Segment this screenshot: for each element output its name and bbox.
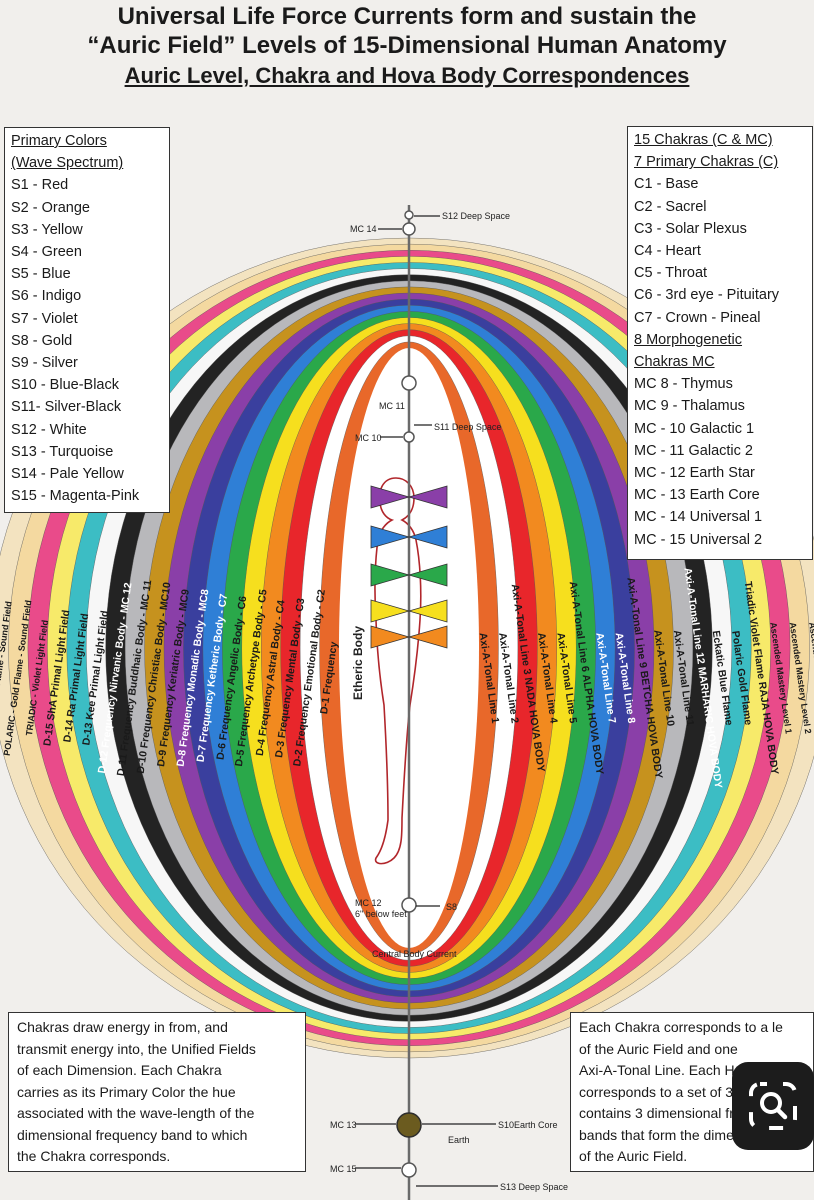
primary-colors-panel: Primary Colors (Wave Spectrum) S1 - Red … [4, 127, 170, 513]
title-line-2: “Auric Field” Levels of 15-Dimensional H… [87, 32, 727, 59]
title-line-1: Universal Life Force Currents form and s… [117, 3, 697, 30]
chakra-item: MC - 13 Earth Core [634, 487, 760, 504]
chakras-heading-2: 7 Primary Chakras (C) [634, 154, 779, 171]
chakra-item: MC - 14 Universal 1 [634, 509, 763, 526]
note-line: transmit energy into, the Unified Fields [17, 1040, 256, 1057]
color-item: S13 - Turquoise [11, 443, 114, 460]
note-line: Each Chakra corresponds to a le [579, 1019, 783, 1035]
chakra-item: MC - 11 Galactic 2 [634, 442, 753, 459]
color-item: S14 - Pale Yellow [11, 466, 124, 483]
note-line: of each Dimension. Each Chakra [17, 1062, 222, 1078]
chakra-item: C2 - Sacrel [634, 198, 707, 215]
axis-node-mc14 [402, 222, 416, 236]
axis-arrows [355, 215, 498, 1187]
chakra-cone [407, 563, 448, 587]
color-item: S15 - Magenta-Pink [11, 488, 140, 505]
note-line: Chakras draw energy in from, and [17, 1019, 228, 1035]
chakra-cone [370, 485, 411, 509]
chakra-cone [370, 599, 411, 623]
chakra-cone [370, 563, 411, 587]
below-feet-label: 6" below feet [355, 909, 407, 919]
color-item: S8 - Gold [11, 332, 73, 349]
mc12-label: MC 12 [355, 898, 382, 908]
note-line: of the Auric Field. [579, 1148, 688, 1164]
color-item: S6 - Indigo [11, 288, 82, 305]
central-current-label: Central Body Current [372, 949, 457, 959]
chakra-energy-note: Chakras draw energy in from, and transmi… [8, 1012, 306, 1172]
mc15-label: MC 15 [330, 1164, 357, 1174]
note-line: of the Auric Field and one [579, 1040, 738, 1057]
chakra-item: C1 - Base [634, 176, 699, 193]
axis-node-mc15 [401, 1162, 417, 1178]
note-line: corresponds to a set of 3 Chakra [579, 1083, 783, 1100]
color-item: S3 - Yellow [11, 221, 83, 238]
mc10-label: MC 10 [355, 433, 382, 443]
chakras-heading-1: 15 Chakras (C & MC) [634, 132, 773, 148]
note-line: associated with the wave-length of the [17, 1105, 255, 1121]
chakra-item: C5 - Throat [634, 265, 708, 282]
note-line: carries as its Primary Color the hue [17, 1083, 236, 1100]
subtitle: Auric Level, Chakra and Hova Body Corres… [124, 63, 690, 88]
chakra-item: MC - 15 Universal 2 [634, 531, 763, 548]
s8-label: S8 [446, 902, 457, 912]
note-line: contains 3 dimensional fre [579, 1105, 742, 1121]
axis-node-top [404, 210, 414, 220]
chakra-cone [407, 525, 448, 549]
s11-label: S11 Deep Space [434, 422, 501, 432]
note-line: Axi-A-Tonal Line. Each Hova Bo [579, 1062, 779, 1078]
chakra-cone [370, 525, 411, 549]
color-item: S11- Silver-Black [11, 399, 122, 416]
chakra-cones [370, 485, 448, 649]
mc13-label: MC 13 [330, 1120, 357, 1130]
chakra-cone [407, 625, 448, 649]
s12-label: S12 Deep Space [442, 211, 510, 221]
color-item: S9 - Silver [11, 355, 78, 372]
color-item: S5 - Blue [11, 266, 71, 283]
axis-nodes [396, 210, 422, 1178]
s10-label: S10Earth Core [498, 1120, 558, 1130]
chakras-heading-4: Chakras MC [634, 354, 715, 371]
colors-heading-2: (Wave Spectrum) [11, 155, 124, 172]
chakra-item: MC - 10 Galactic 1 [634, 420, 755, 437]
color-item: S7 - Violet [11, 310, 78, 327]
chakra-cone [407, 485, 448, 509]
mc14-label: MC 14 [350, 224, 377, 234]
chakras-heading-3: 8 Morphogenetic [634, 331, 743, 348]
chakra-item: C6 - 3rd eye - Pituitary [634, 287, 780, 304]
chakra-item: MC 8 - Thymus [634, 376, 733, 393]
axis-node-mc13 [396, 1112, 422, 1138]
title-block: Universal Life Force Currents form and s… [0, 0, 814, 89]
mc11-label: MC 11 [379, 401, 405, 411]
axis-node-mc11 [401, 375, 417, 391]
chakra-cone [407, 599, 448, 623]
deep-space-bottom-label: S13 Deep Space [500, 1182, 568, 1192]
visual-search-button[interactable] [732, 1062, 814, 1150]
colors-heading-1: Primary Colors [11, 133, 107, 149]
note-line: bands that form the dimensiona [579, 1126, 776, 1143]
color-item: S2 - Orange [11, 199, 90, 216]
earth-label: Earth [448, 1135, 470, 1145]
note-line: dimensional frequency band to which [17, 1126, 248, 1143]
chakras-panel: 15 Chakras (C & MC) 7 Primary Chakras (C… [627, 126, 813, 560]
color-item: S12 - White [11, 421, 87, 438]
search-icon [749, 1082, 797, 1130]
axis-annotations: MC 14 S12 Deep Space MC 11 S11 Deep Spac… [330, 211, 568, 1192]
color-item: S10 - Blue-Black [11, 377, 119, 394]
chakra-item: MC 9 - Thalamus [634, 398, 745, 415]
axis-node-mc10 [403, 431, 415, 443]
axis-node-mc12 [401, 897, 417, 913]
chakra-item: C3 - Solar Plexus [634, 220, 747, 237]
color-item: S4 - Green [11, 244, 82, 261]
chakra-item: C4 - Heart [634, 243, 701, 260]
chakra-item: MC - 12 Earth Star [634, 465, 755, 482]
note-line: the Chakra corresponds. [17, 1148, 171, 1164]
etheric-body-label: Etheric Body [351, 626, 365, 700]
color-item: S1 - Red [11, 177, 69, 194]
chakra-item: C7 - Crown - Pineal [634, 309, 761, 326]
chakra-cone [370, 625, 411, 649]
